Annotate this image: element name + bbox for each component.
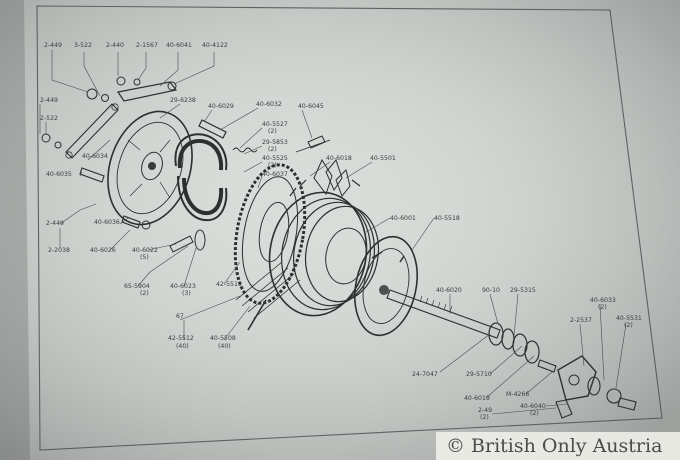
part-label-40-6041: 40-6041 <box>166 42 192 49</box>
part-label-3-522: 3-522 <box>74 42 92 49</box>
hub-drum-part <box>268 179 380 317</box>
part-label-2-449-a: 2-449 <box>44 42 62 49</box>
torque-stay-part <box>65 103 119 159</box>
part-number-labels: 2-449 3-522 2-440 2-1567 40-6041 40-4122… <box>40 42 642 421</box>
part-label-40-4122: 40-4122 <box>202 42 228 49</box>
top-nuts-part <box>41 76 141 149</box>
part-label-24-7047: 24-7047 <box>412 371 438 378</box>
part-label-2-1567: 2-1567 <box>136 42 158 49</box>
part-label-M-4266: M-4266 <box>506 391 529 398</box>
part-label-2-440: 2-440 <box>106 42 124 49</box>
part-label-40-6026: 40-6026 <box>90 247 116 254</box>
part-label-2-49-qty: (2) <box>480 414 489 421</box>
part-label-29-5315: 29-5315 <box>510 287 536 294</box>
leader-lines <box>39 50 627 415</box>
part-label-65-5904-qty: (2) <box>140 290 149 297</box>
part-label-40-6036: 40-6036 <box>94 219 120 226</box>
part-label-40-6033-qty: (2) <box>598 304 607 311</box>
small-bolts-part <box>79 167 206 253</box>
brake-shoes-part <box>174 133 228 222</box>
hub-flange-spokes-part <box>313 158 351 197</box>
part-label-40-6040-qty: (2) <box>530 410 539 417</box>
part-label-2-449-c: 2-449 <box>46 220 64 227</box>
part-label-40-6019: 40-6019 <box>464 395 490 402</box>
part-label-40-5508: 40-5508 <box>210 335 236 342</box>
part-label-40-6023-qty: (3) <box>182 290 191 297</box>
cam-and-spring-part <box>198 119 331 153</box>
axle-spindle-part <box>386 289 501 339</box>
part-label-2-449-b: 2-449 <box>40 97 58 104</box>
bearings-part <box>488 322 557 373</box>
parts-artwork <box>41 76 637 419</box>
part-label-40-6035: 40-6035 <box>46 171 72 178</box>
part-label-2-522: 2-522 <box>40 115 58 122</box>
part-label-65-5904: 65-5904 <box>124 283 150 290</box>
part-label-29-5710: 29-5710 <box>466 371 492 378</box>
part-label-40-6033: 40-6033 <box>590 297 616 304</box>
part-label-40-6029: 40-6029 <box>208 103 234 110</box>
part-label-40-5508-qty: (40) <box>218 343 231 350</box>
part-label-29-5853-qty: (2) <box>268 146 277 153</box>
part-label-40-6022: 40-6022 <box>132 247 158 254</box>
copyright-watermark: © British Only Austria <box>436 432 680 460</box>
part-label-40-5518: 40-5518 <box>434 215 460 222</box>
part-label-29-5853: 29-5853 <box>262 139 288 146</box>
part-label-40-5531-qty: (2) <box>624 322 633 329</box>
part-label-42-5512: 42-5512 <box>168 335 194 342</box>
part-label-40-6037: 40-6037 <box>262 171 288 178</box>
part-label-40-5501: 40-5501 <box>370 155 396 162</box>
spokes-part <box>235 261 301 331</box>
part-label-40-6034: 40-6034 <box>82 153 108 160</box>
part-label-40-6022-qty: (5) <box>140 254 149 261</box>
part-label-42-5519: 42-5519 <box>216 281 242 288</box>
part-label-40-6032: 40-6032 <box>256 101 282 108</box>
part-label-40-6001: 40-6001 <box>390 215 416 222</box>
part-label-2-2038: 2-2038 <box>48 247 70 254</box>
part-label-40-5525: 40-5525 <box>262 155 288 162</box>
part-label-40-6045: 40-6045 <box>298 103 324 110</box>
part-label-42-5512-qty: (40) <box>176 343 189 350</box>
part-label-29-6238: 29-6238 <box>170 97 196 104</box>
brake-lever-part <box>116 81 178 102</box>
part-label-2-49: 2-49 <box>478 407 492 414</box>
part-label-40-5527: 40-5527 <box>262 121 288 128</box>
part-label-40-6020: 40-6020 <box>436 287 462 294</box>
part-label-40-5525-qty: (2) <box>268 162 277 169</box>
part-label-40-5527-qty: (2) <box>268 128 277 135</box>
end-cover-part <box>555 355 637 419</box>
part-label-40-5531: 40-5531 <box>616 315 642 322</box>
part-label-40-6023: 40-6023 <box>170 283 196 290</box>
part-label-67: 67 <box>176 313 184 320</box>
part-label-40-6018: 40-6018 <box>326 155 352 162</box>
part-label-40-6040: 40-6040 <box>520 403 546 410</box>
hub-cover-part <box>354 235 418 337</box>
part-label-2-2537: 2-2537 <box>570 317 592 324</box>
brake-plate-part <box>107 110 193 226</box>
part-label-90-10: 90-10 <box>482 287 500 294</box>
